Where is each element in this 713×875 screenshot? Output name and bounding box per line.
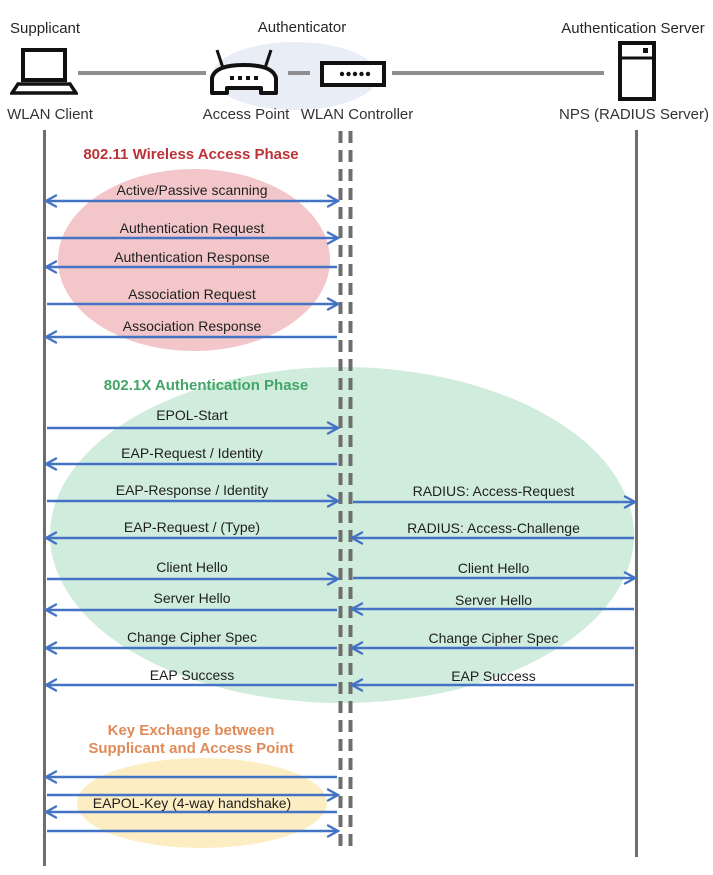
server-icon bbox=[618, 41, 656, 101]
role-authentication-server: Authentication Server bbox=[561, 20, 705, 37]
laptop-icon bbox=[10, 48, 78, 95]
phase2-title: 802.1X Authentication Phase bbox=[103, 377, 309, 394]
message-label: RADIUS: Access-Challenge bbox=[407, 520, 580, 536]
phase1-ellipse bbox=[58, 169, 330, 351]
message-label: Client Hello bbox=[457, 560, 530, 576]
device-access-point: Access Point bbox=[202, 106, 290, 123]
phase3-title-line2: Supplicant and Access Point bbox=[88, 740, 294, 757]
device-wlan-client: WLAN Client bbox=[7, 106, 93, 123]
message-label: EPOL-Start bbox=[156, 407, 228, 423]
phase3-title-line1: Key Exchange between bbox=[107, 722, 275, 739]
message-label: EAP Success bbox=[451, 668, 536, 684]
message-label: Authentication Response bbox=[114, 249, 270, 265]
message-label: Authentication Request bbox=[119, 220, 265, 236]
message-label: EAPOL-Key (4-way handshake) bbox=[92, 795, 292, 811]
message-label: Server Hello bbox=[454, 592, 533, 608]
phase3-ellipse bbox=[77, 758, 327, 848]
message-label: EAP-Request / Identity bbox=[121, 445, 263, 461]
message-label: Association Response bbox=[122, 318, 262, 334]
message-label: Change Cipher Spec bbox=[127, 629, 257, 645]
message-label: EAP-Request / (Type) bbox=[123, 519, 261, 535]
role-supplicant: Supplicant bbox=[10, 20, 81, 37]
message-label: Server Hello bbox=[153, 590, 231, 606]
device-wlan-controller: WLAN Controller bbox=[300, 106, 414, 123]
message-label: EAP Success bbox=[149, 667, 235, 683]
role-authenticator: Authenticator bbox=[257, 19, 347, 36]
message-label: Change Cipher Spec bbox=[428, 630, 559, 646]
device-nps-radius-server: NPS (RADIUS Server) bbox=[558, 106, 710, 123]
phase1-title: 802.11 Wireless Access Phase bbox=[83, 146, 299, 163]
access-point-icon bbox=[210, 49, 278, 95]
message-label: EAP-Response / Identity bbox=[115, 482, 269, 498]
message-label: Association Request bbox=[128, 286, 256, 302]
message-label: Client Hello bbox=[156, 559, 228, 575]
wlan-controller-icon bbox=[320, 61, 386, 87]
message-label: Active/Passive scanning bbox=[116, 182, 268, 198]
message-label: RADIUS: Access-Request bbox=[412, 483, 575, 499]
